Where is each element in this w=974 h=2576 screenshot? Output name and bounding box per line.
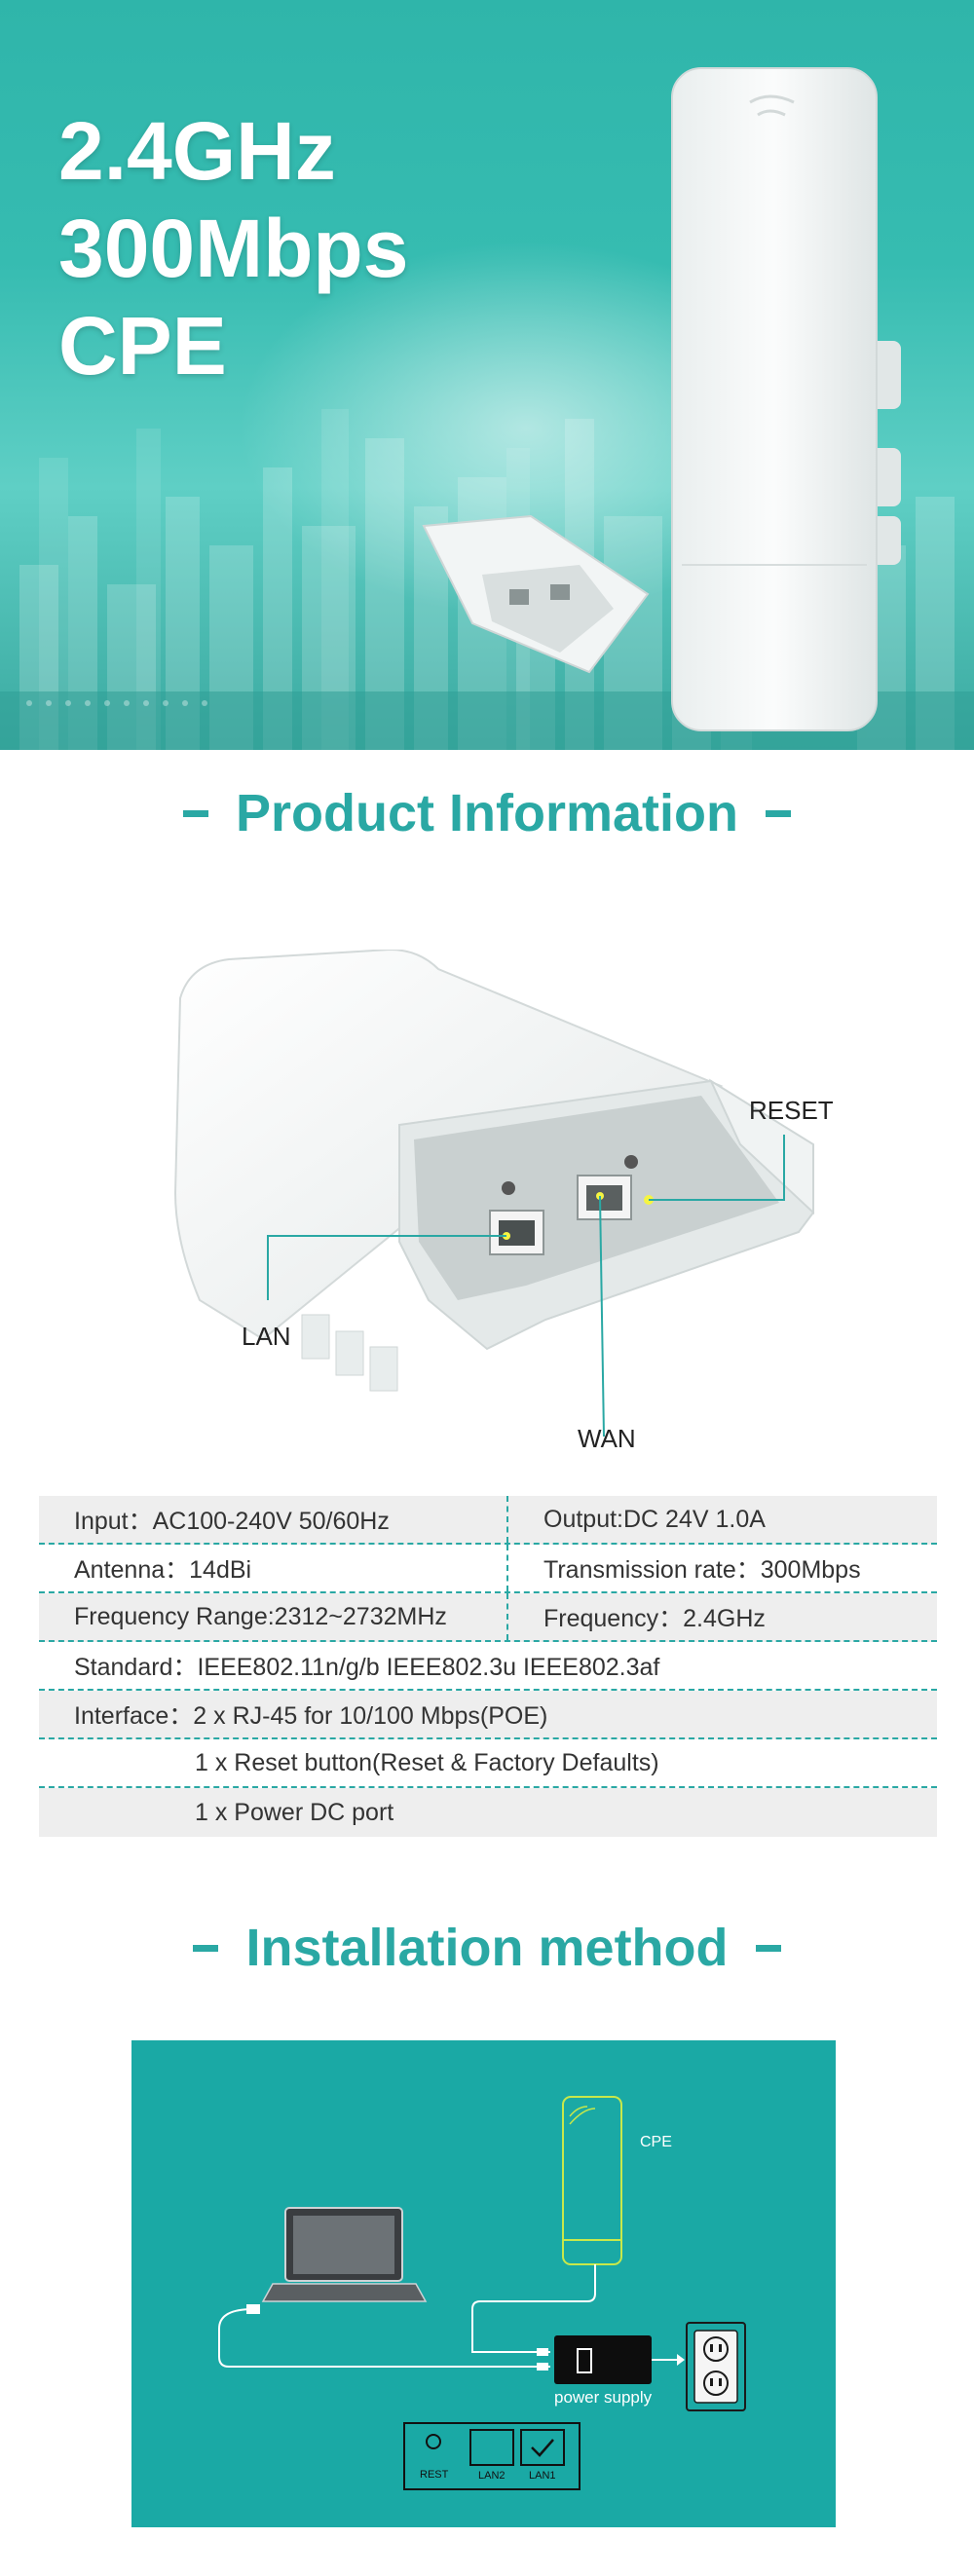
wall-outlet-icon xyxy=(686,2322,746,2411)
installation-method-heading: Installation method xyxy=(0,1914,974,1982)
port-panel-icon xyxy=(403,2422,581,2490)
product-information-heading: Product Information xyxy=(0,779,974,847)
spec-column-divider xyxy=(506,1545,508,1591)
spec-standard: Standard：IEEE802.11n/g/b IEEE802.3u IEEE… xyxy=(74,1654,660,1681)
cpe-device-open-image xyxy=(422,514,650,674)
rest-label: REST xyxy=(420,2469,449,2481)
heading-dash-left xyxy=(183,809,208,817)
heading-dash-left xyxy=(193,1944,219,1952)
spec-antenna: Antenna：14dBi xyxy=(74,1556,252,1584)
spec-row: Interface：2 x RJ-45 for 10/100 Mbps(POE) xyxy=(39,1691,937,1739)
spec-power-port: 1 x Power DC port xyxy=(195,1798,394,1826)
hero-title-line: CPE xyxy=(58,300,227,392)
power-supply-icon xyxy=(554,2335,685,2384)
reset-callout-label: RESET xyxy=(749,1096,834,1125)
hero-title: 2.4GHz 300Mbps CPE xyxy=(58,102,408,394)
spec-row: 1 x Power DC port xyxy=(39,1788,937,1837)
spec-row: Antenna：14dBi Transmission rate：300Mbps xyxy=(39,1545,937,1593)
lan1-label: LAN1 xyxy=(529,2470,556,2482)
heading-dash-right xyxy=(755,1944,781,1952)
spec-row: Input：AC100-240V 50/60Hz Output:DC 24V 1… xyxy=(39,1496,937,1545)
cpe-label: CPE xyxy=(640,2134,672,2150)
product-detail-image: RESET LAN WAN xyxy=(0,948,974,1475)
hero-banner: 2.4GHz 300Mbps CPE xyxy=(0,0,974,750)
specification-table: Input：AC100-240V 50/60Hz Output:DC 24V 1… xyxy=(39,1496,937,1837)
laptop-icon xyxy=(261,2207,428,2302)
cpe-device-front-image xyxy=(671,67,901,731)
spec-input: Input：AC100-240V 50/60Hz xyxy=(74,1508,390,1535)
hero-title-line: 2.4GHz xyxy=(58,105,336,197)
product-information-title: Product Information xyxy=(236,784,738,842)
installation-wiring-diagram xyxy=(218,2096,746,2490)
spec-column-divider xyxy=(506,1593,508,1640)
heading-dash-right xyxy=(765,809,791,817)
lan2-label: LAN2 xyxy=(478,2470,506,2482)
spec-row: 1 x Reset button(Reset & Factory Default… xyxy=(39,1739,937,1788)
cpe-device-ports-image xyxy=(173,948,815,1437)
spec-reset-button: 1 x Reset button(Reset & Factory Default… xyxy=(195,1748,659,1776)
spec-frequency: Frequency：2.4GHz xyxy=(543,1605,766,1632)
spec-frequency-range: Frequency Range:2312~2732MHz xyxy=(74,1602,447,1630)
spec-output: Output:DC 24V 1.0A xyxy=(543,1505,766,1533)
power-supply-label: power supply xyxy=(554,2388,653,2407)
hero-title-line: 300Mbps xyxy=(58,203,409,294)
spec-transmission-rate: Transmission rate：300Mbps xyxy=(543,1556,861,1584)
spec-column-divider xyxy=(506,1496,508,1543)
lan-callout-label: LAN xyxy=(242,1322,291,1351)
spec-row: Frequency Range:2312~2732MHz Frequency：2… xyxy=(39,1593,937,1642)
wan-callout-label: WAN xyxy=(578,1424,636,1453)
cpe-icon xyxy=(562,2096,622,2265)
installation-method-title: Installation method xyxy=(245,1919,729,1977)
installation-diagram: CPE power supply REST LAN2 LAN1 xyxy=(131,2040,836,2527)
spec-interface: Interface：2 x RJ-45 for 10/100 Mbps(POE) xyxy=(74,1702,548,1730)
spec-row: Standard：IEEE802.11n/g/b IEEE802.3u IEEE… xyxy=(39,1642,937,1691)
